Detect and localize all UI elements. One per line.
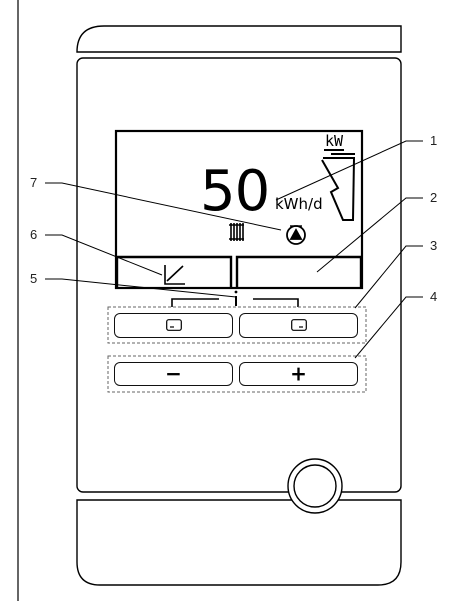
energy-unit: kWh/d [275,195,323,213]
radiator-icon [229,223,244,241]
plus-minus-buttons-group [107,355,367,393]
plus-button-label: + [290,361,307,386]
flame-icon [286,225,306,245]
leader-line-6 [45,234,163,276]
right-softkey-frame [235,255,363,287]
left-selection-button[interactable] [114,313,233,338]
callout-6: 6 [30,227,38,242]
leader-line-5 [45,278,237,298]
energy-value: 50 [200,159,270,224]
lcd-screen [114,129,364,290]
left-selection-button-icon [166,319,182,331]
leader-line-1 [275,140,423,201]
right-selection-button-icon [291,319,307,331]
power-unit: kW [324,132,345,151]
callout-7: 7 [30,175,38,190]
callout-2: 2 [430,190,438,205]
callout-4: 4 [430,289,438,304]
left-softkey-frame [115,255,233,287]
top-cover [76,25,402,53]
callout-1: 1 [430,133,438,148]
leader-line-4 [354,296,423,359]
selection-buttons-group [107,306,367,344]
leader-line-3 [354,245,423,309]
callout-5: 5 [30,271,38,286]
plus-button[interactable]: + [239,362,358,386]
leader-line-7 [45,182,282,231]
info-indicator-icon [171,298,299,307]
minus-button[interactable]: − [114,362,233,386]
right-selection-button[interactable] [239,313,358,338]
minus-button-label: − [165,361,182,386]
leader-line-2 [316,197,423,273]
callout-3: 3 [430,238,438,253]
heating-curve-icon [164,265,185,285]
bottom-cover [76,499,402,586]
power-bar-icon [321,157,356,221]
